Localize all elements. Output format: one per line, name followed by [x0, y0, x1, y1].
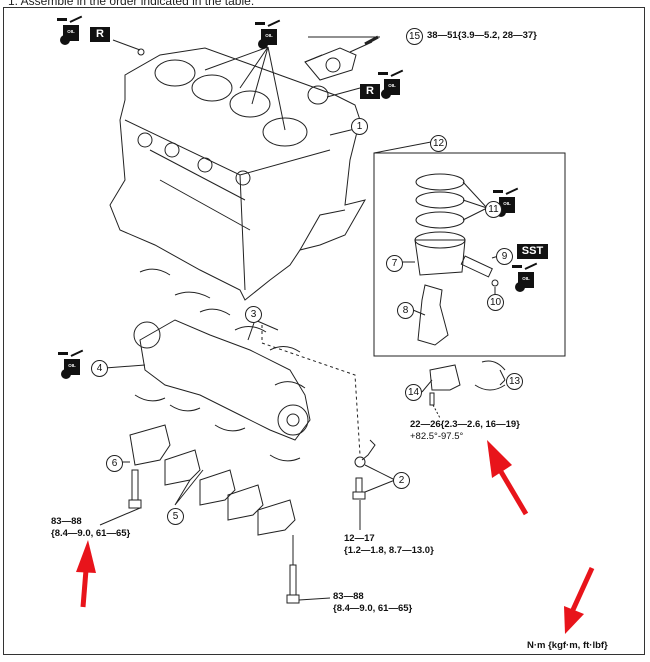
callout-15: 15: [406, 28, 423, 45]
main-bolt-right: [289, 564, 297, 596]
callout-6: 6: [106, 455, 123, 472]
torque-spec-part15: 38—51{3.9—5.2, 28—37}: [427, 30, 537, 41]
rod-cap: [429, 364, 461, 391]
callout-14: 14: [405, 384, 422, 401]
oil-can-icon: OIL: [512, 262, 538, 293]
torque-spec-part14-line2: +82.5°-97.5°: [410, 431, 464, 442]
oil-jet-bolt: [355, 477, 363, 493]
callout-5: 5: [167, 508, 184, 525]
cylinder-bore-4: [262, 117, 308, 147]
cylinder-bore-1: [154, 59, 196, 87]
callout-9: 9: [496, 248, 513, 265]
main-cap-3: [199, 469, 236, 506]
torque-spec-part14-line1: 22—26{2.3—2.6, 16—19}: [410, 419, 520, 430]
torque-spec-part2-line1: 12—17: [344, 533, 375, 544]
callout-10: 10: [487, 294, 504, 311]
callout-7: 7: [386, 255, 403, 272]
torque-spec-part6-line2: {8.4—9.0, 61—65}: [51, 528, 131, 539]
connecting-rod: [417, 284, 449, 346]
oil-jet: [361, 439, 376, 461]
cover-plate: [304, 47, 357, 81]
callout-2: 2: [393, 472, 410, 489]
torque-spec-cap-bolt-line2: {8.4—9.0, 61—65}: [333, 603, 413, 614]
crankshaft: [139, 319, 311, 441]
torque-spec-cap-bolt-line1: 83—88: [333, 591, 364, 602]
red-arrow-1: [80, 569, 89, 608]
replace-badge-top: R: [90, 27, 110, 42]
red-arrow-2: [497, 468, 529, 516]
callout-13: 13: [506, 373, 523, 390]
cylinder-block: [109, 47, 367, 301]
callout-3: 3: [245, 306, 262, 323]
callout-1: 1: [351, 118, 368, 135]
torque-spec-part6-line1: 83—88: [51, 516, 82, 527]
oil-can-icon: OIL: [255, 19, 281, 50]
callout-4: 4: [91, 360, 108, 377]
oil-can-icon: OIL: [58, 349, 84, 380]
cylinder-bore-2: [191, 74, 233, 102]
diagram-frame: [3, 7, 645, 655]
callout-12: 12: [430, 135, 447, 152]
red-arrow-3: [569, 566, 595, 614]
callout-11: 11: [485, 201, 502, 218]
main-cap-2: [164, 449, 201, 486]
callout-8: 8: [397, 302, 414, 319]
cylinder-bore-3: [229, 90, 271, 118]
main-cap-6: [129, 424, 171, 466]
main-bolt-left: [131, 469, 139, 501]
torque-spec-part2-line2: {1.2—1.8, 8.7—13.0}: [344, 545, 434, 556]
main-cap-5: [257, 499, 296, 536]
replace-badge-right: R: [360, 84, 380, 99]
torque-units-legend: N·m {kgf·m, ft·lbf}: [527, 640, 608, 651]
sst-badge: SST: [517, 244, 548, 259]
oil-can-icon: OIL: [57, 15, 83, 46]
piston-assembly-box: [373, 152, 566, 357]
piston-pin: [460, 255, 493, 278]
piston: [414, 239, 466, 276]
o-ring: [307, 85, 329, 105]
oil-can-icon: OIL: [378, 69, 404, 100]
instruction-caption: 1. Assemble in the order indicated in th…: [8, 0, 255, 8]
